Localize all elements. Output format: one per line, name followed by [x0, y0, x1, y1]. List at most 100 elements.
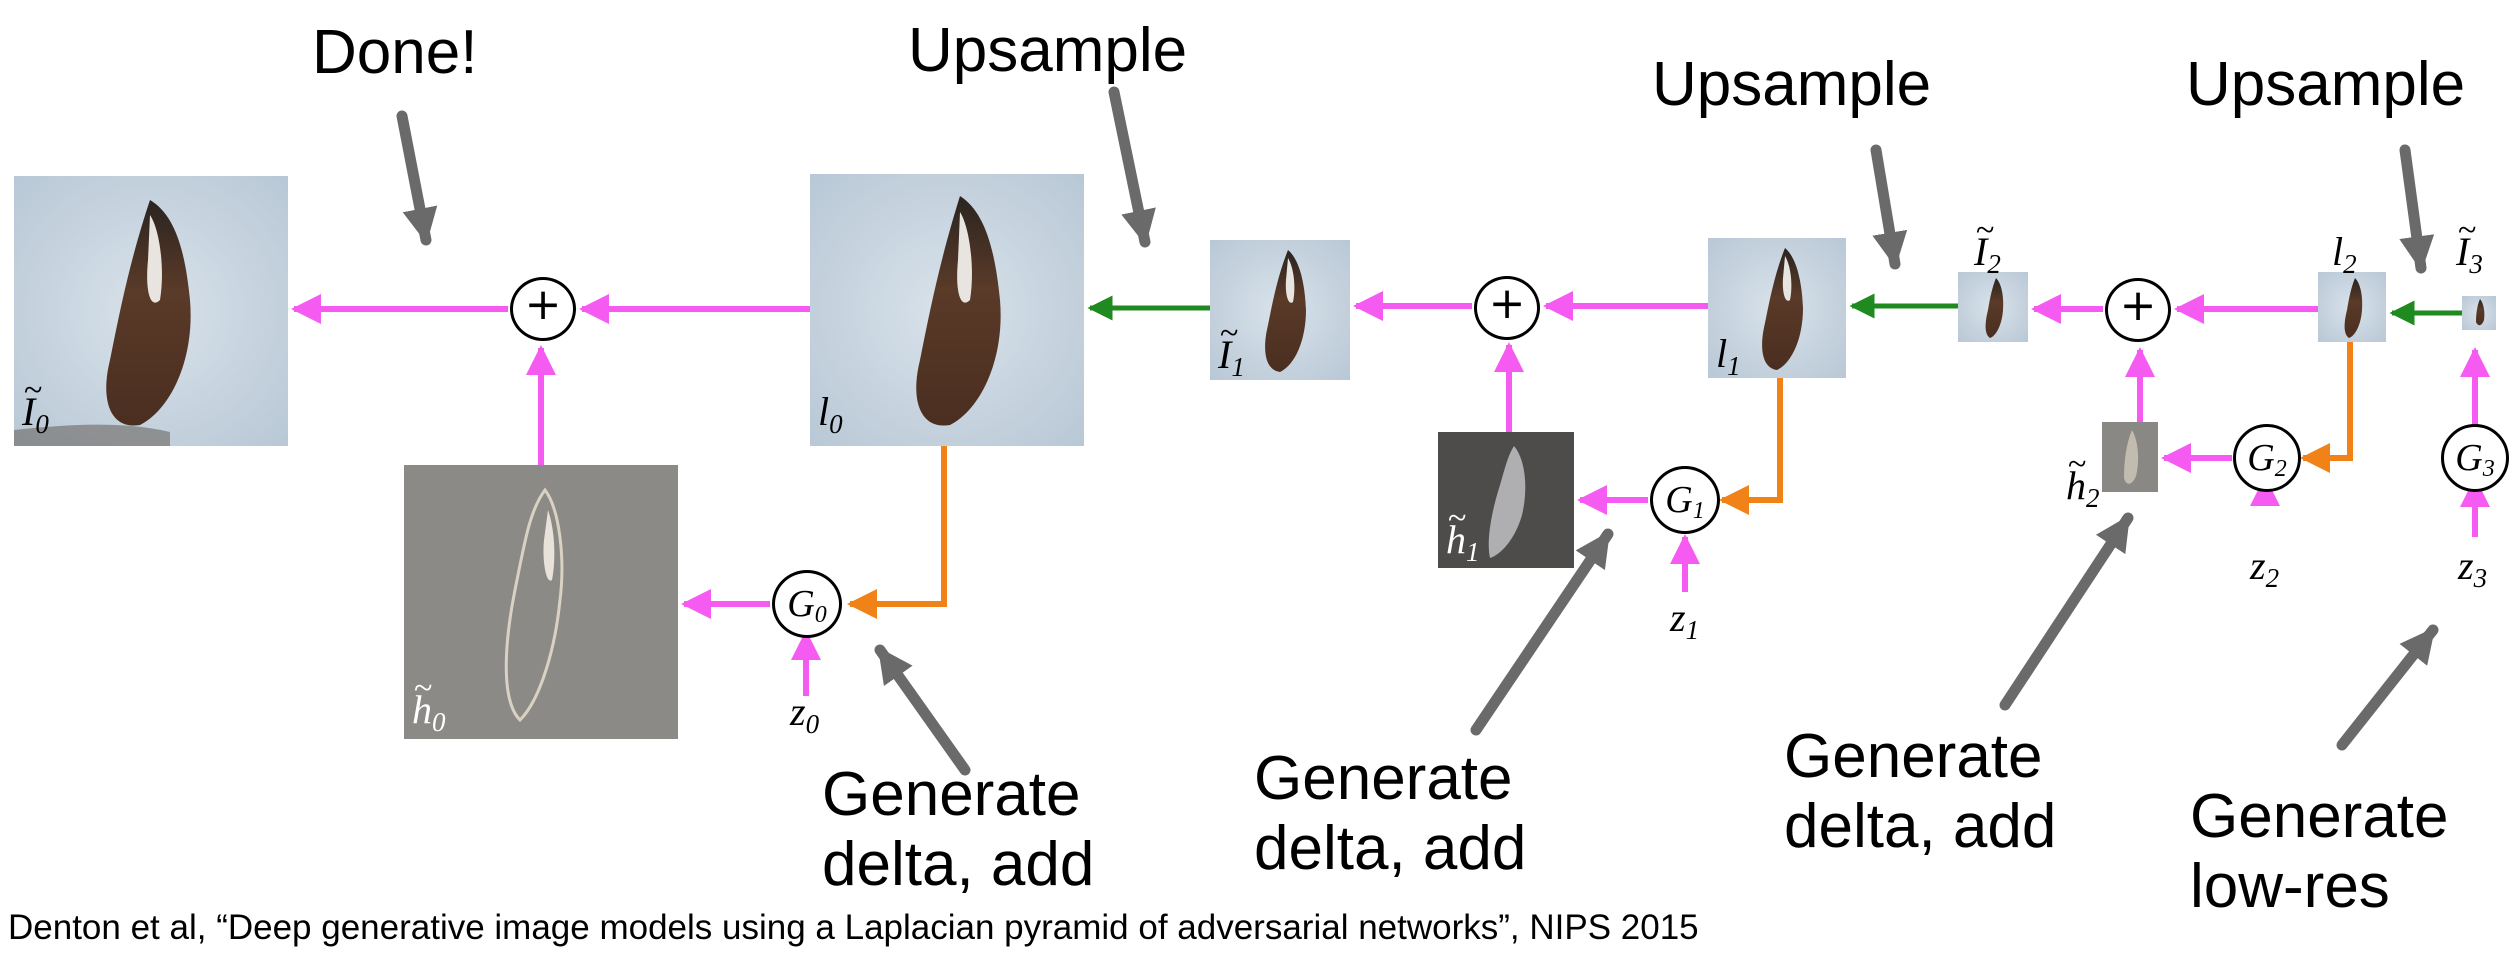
sym-sub: 2 [2265, 563, 2280, 593]
image-I0 [14, 176, 288, 446]
tilde: ~ [1448, 500, 1467, 537]
line1: Generate [822, 760, 1081, 829]
label-done: Done! [312, 18, 478, 87]
label-generate-delta-add-2: Generate delta, add [1784, 726, 2056, 858]
line2: delta, add [822, 830, 1095, 899]
image-I3 [2462, 296, 2496, 330]
label-z3: z3 [2458, 546, 2487, 592]
sym-sub: 3 [2469, 249, 2483, 279]
sym-letter: l [2332, 229, 2344, 274]
plus-sign: + [1488, 278, 1526, 329]
upsample-arrows [1087, 293, 2462, 326]
image-I2 [1958, 272, 2028, 342]
plus-sign: + [524, 279, 562, 330]
image-I1 [1210, 240, 1350, 380]
sym-letter: h [2066, 463, 2086, 508]
sym-letter: h [412, 687, 432, 732]
sym-letter: l [818, 389, 830, 434]
image-h2 [2102, 422, 2158, 492]
label-z2: z2 [2250, 546, 2279, 592]
sym-letter: I [1974, 229, 1988, 274]
sym-sub: 2 [2086, 483, 2100, 513]
label-l2: l2 [2332, 232, 2357, 278]
label-I2: ~I2 [1974, 214, 2001, 279]
tilde: ~ [1220, 315, 1239, 352]
label-I1: ~I1 [1218, 317, 1245, 382]
label-upsample-mid: Upsample [1652, 50, 1932, 119]
sym-letter: z [790, 689, 806, 734]
sym-sub: 1 [1466, 537, 1480, 567]
g-letter: G [2247, 437, 2275, 479]
label-h0: ~h0 [412, 672, 446, 737]
generator-output-arrows [681, 443, 2232, 619]
image-l1 [1708, 238, 1846, 378]
generator-node-2: G2 [2233, 424, 2301, 492]
label-z1: z1 [1670, 598, 1699, 644]
g-sub: 1 [1692, 498, 1705, 524]
line2: low-res [2190, 852, 2390, 921]
tilde: ~ [24, 372, 43, 409]
g-letter: G [787, 583, 815, 625]
add-node-1: + [1474, 276, 1540, 340]
top-row-arrows [291, 291, 2318, 324]
line1: Generate [2190, 782, 2449, 851]
pointer-arrows [396, 86, 2439, 776]
sym-sub: 0 [432, 707, 446, 737]
label-upsample-left: Upsample [908, 16, 1188, 85]
sym-letter: I [2456, 229, 2470, 274]
g-sub: 0 [814, 602, 827, 628]
label-l1: l1 [1716, 334, 1741, 380]
label-I0: ~I0 [22, 374, 49, 439]
sym-sub: 0 [805, 709, 820, 739]
generator-node-1: G1 [1650, 466, 1720, 534]
sym-letter: z [1670, 595, 1686, 640]
sym-letter: I [22, 389, 36, 434]
sym-letter: I [1218, 332, 1232, 377]
label-h1: ~h1 [1446, 502, 1480, 567]
g-sub: 3 [2482, 456, 2495, 482]
label-generate-low-res: Generate low-res [2190, 786, 2449, 918]
sym-sub: 1 [1727, 351, 1741, 381]
label-z0: z0 [790, 692, 819, 738]
line2: delta, add [1254, 814, 1527, 883]
image-h1 [1438, 432, 1574, 568]
sym-sub: 0 [35, 409, 49, 439]
tilde: ~ [2068, 446, 2087, 483]
g-sub: 2 [2274, 456, 2287, 482]
image-h0 [404, 465, 678, 739]
label-generate-delta-add-0: Generate delta, add [822, 764, 1094, 896]
add-node-0: + [510, 277, 576, 341]
sym-sub: 3 [2473, 563, 2488, 593]
label-upsample-right: Upsample [2186, 50, 2466, 119]
plus-sign: + [2119, 280, 2157, 331]
label-generate-delta-add-1: Generate delta, add [1254, 748, 1526, 880]
image-l0 [810, 174, 1084, 446]
image-l2 [2318, 272, 2386, 342]
label-l0: l0 [818, 392, 843, 438]
tilde: ~ [2458, 212, 2477, 249]
tilde: ~ [414, 670, 433, 707]
sym-letter: z [2250, 543, 2266, 588]
sym-sub: 1 [1231, 352, 1245, 382]
conditioning-arrows [847, 342, 2353, 619]
tilde: ~ [1976, 212, 1995, 249]
generator-node-3: G3 [2441, 424, 2509, 492]
line1: Generate [1254, 744, 1513, 813]
line1: Generate [1784, 722, 2043, 791]
g-letter: G [2455, 437, 2483, 479]
sym-sub: 0 [829, 409, 843, 439]
line2: delta, add [1784, 792, 2057, 861]
sym-sub: 1 [1685, 615, 1700, 645]
sym-letter: h [1446, 517, 1466, 562]
sym-sub: 2 [2343, 249, 2357, 279]
label-I3: ~I3 [2456, 214, 2483, 279]
citation: Denton et al, “Deep generative image mod… [8, 908, 1699, 947]
sym-letter: l [1716, 331, 1728, 376]
label-h2: ~h2 [2066, 448, 2100, 513]
sym-sub: 2 [1987, 249, 2001, 279]
generator-node-0: G0 [772, 570, 842, 638]
sym-letter: z [2458, 543, 2474, 588]
g-letter: G [1665, 479, 1693, 521]
